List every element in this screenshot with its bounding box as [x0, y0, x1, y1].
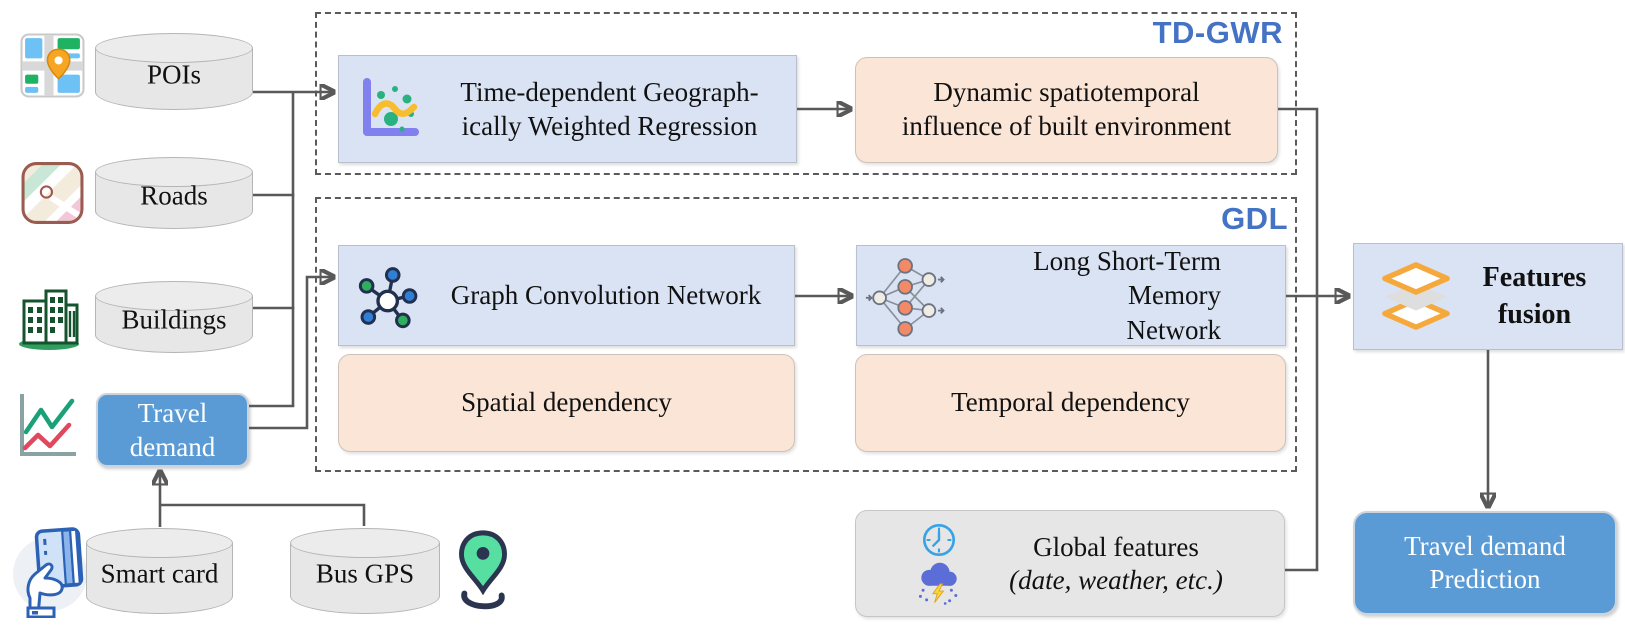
- map-poi-icon: [20, 32, 85, 99]
- prediction-box: Travel demand Prediction: [1353, 511, 1617, 615]
- neural-network-icon: [865, 252, 949, 340]
- scatter-plot-icon: [355, 73, 423, 145]
- spatial-dependency-label: Spatial dependency: [461, 387, 672, 418]
- global-features-label: Global features (date, weather, etc.): [962, 531, 1284, 597]
- cylinder-top: [95, 33, 253, 63]
- travel-demand-box: Travel demand: [96, 393, 249, 467]
- storm-cloud-icon: [916, 562, 962, 606]
- temporal-dependency-label: Temporal dependency: [951, 387, 1190, 418]
- prediction-line1: Travel demand: [1404, 531, 1566, 562]
- cylinder-top: [290, 528, 440, 558]
- tdgwr-output-line2: influence of built environment: [901, 111, 1232, 141]
- lstm-line1: Long Short-Term Memory: [1033, 246, 1221, 311]
- clock-icon: [921, 522, 957, 558]
- roads-cylinder: Roads: [95, 157, 253, 229]
- cylinder-top: [86, 528, 233, 558]
- tdgwr-group-tag: TD-GWR: [1152, 15, 1283, 50]
- buildings-icon: [16, 282, 84, 352]
- smart-card-cylinder: Smart card: [86, 528, 233, 614]
- line-chart-icon: [14, 390, 80, 462]
- roads-label: Roads: [140, 180, 208, 211]
- lstm-box: Long Short-Term Memory Network: [856, 245, 1286, 346]
- bus-gps-cylinder: Bus GPS: [290, 528, 440, 614]
- spatial-dependency-box: Spatial dependency: [338, 354, 795, 452]
- temporal-dependency-box: Temporal dependency: [855, 354, 1286, 452]
- global-features-box: Global features (date, weather, etc.): [855, 510, 1285, 617]
- gps-pin-icon: [450, 527, 516, 617]
- travel-demand-label: Travel demand: [129, 397, 216, 462]
- features-fusion-box: Features fusion: [1353, 243, 1623, 350]
- global-features-line2: (date, weather, etc.): [1009, 564, 1223, 595]
- prediction-line2: Prediction: [1429, 564, 1541, 594]
- layers-icon: [1379, 257, 1453, 337]
- pois-cylinder: POIs: [95, 33, 253, 110]
- tdgwr-model-line1: Time-dependent Geograph-: [460, 76, 759, 107]
- prediction-label: Travel demand Prediction: [1404, 530, 1566, 596]
- tdgwr-output-line1: Dynamic spatiotemporal: [933, 77, 1200, 108]
- cylinder-top: [95, 157, 253, 187]
- features-fusion-line1: Features: [1482, 262, 1587, 294]
- gcn-box: Graph Convolution Network: [338, 245, 795, 346]
- buildings-cylinder: Buildings: [95, 281, 253, 353]
- tdgwr-output-label: Dynamic spatiotemporal influence of buil…: [902, 76, 1231, 144]
- lstm-label: Long Short-Term Memory Network: [949, 244, 1285, 347]
- tdgwr-model-line2: ically Weighted Regression: [461, 111, 758, 141]
- gcn-label: Graph Convolution Network: [450, 280, 762, 311]
- tdgwr-model-box: Time-dependent Geograph- ically Weighted…: [338, 55, 797, 163]
- global-features-icons: [916, 522, 962, 606]
- graph-network-icon: [354, 263, 418, 329]
- pois-label: POIs: [146, 59, 201, 90]
- lstm-line2: Network: [1126, 314, 1221, 345]
- tdgwr-group-box: [315, 12, 1297, 175]
- cylinder-top: [95, 281, 253, 311]
- tdgwr-model-label: Time-dependent Geograph- ically Weighted…: [423, 75, 796, 144]
- features-fusion-line2: fusion: [1497, 298, 1572, 330]
- roads-map-icon: [20, 159, 85, 227]
- smart-card-icon: [8, 522, 88, 618]
- features-fusion-label: Features fusion: [1453, 260, 1622, 333]
- gdl-group-tag: GDL: [1221, 201, 1288, 236]
- bus-gps-label: Bus GPS: [315, 558, 415, 589]
- tdgwr-output-box: Dynamic spatiotemporal influence of buil…: [855, 57, 1278, 163]
- buildings-label: Buildings: [121, 304, 227, 335]
- smart-card-label: Smart card: [100, 558, 219, 589]
- global-features-line1: Global features: [1033, 531, 1199, 562]
